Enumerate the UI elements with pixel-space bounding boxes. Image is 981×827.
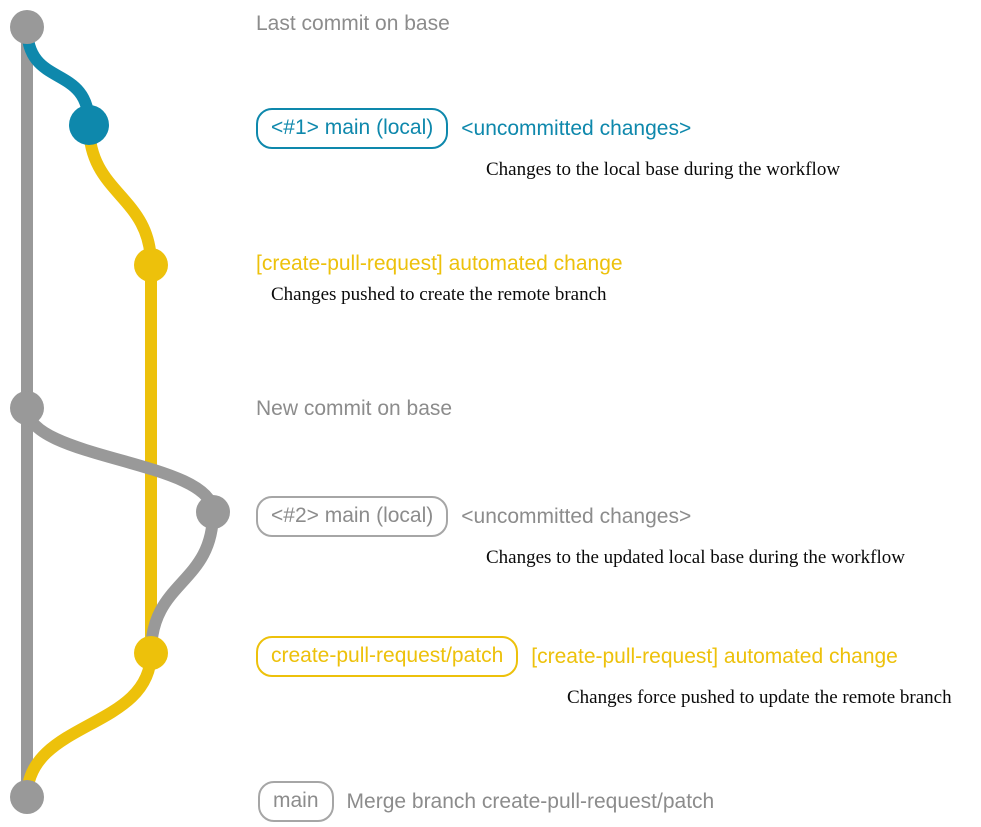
node-last-commit-on-base[interactable] bbox=[10, 10, 44, 44]
commit-subject-last-commit-on-base: Last commit on base bbox=[256, 12, 450, 35]
commit-description-create-pull-request-automated-change-1: Changes pushed to create the remote bran… bbox=[271, 284, 607, 305]
commit-description-main-local-2: Changes to the updated local base during… bbox=[486, 547, 905, 568]
edge-patch-2-to-merge bbox=[21, 652, 157, 798]
commit-description-main-local-1: Changes to the local base during the wor… bbox=[486, 159, 841, 180]
node-main-local-1[interactable] bbox=[69, 105, 109, 145]
commit-subject-main-local-2: <uncommitted changes> bbox=[461, 505, 692, 528]
branch-ref-pill-merge-branch[interactable]: main bbox=[258, 781, 334, 822]
graph-edges bbox=[21, 26, 219, 798]
commit-annotation-create-pull-request-automated-change-2: create-pull-request/patch [create-pull-re… bbox=[256, 636, 952, 707]
commit-subject-create-pull-request-automated-change-1: [create-pull-request] automated change bbox=[256, 252, 623, 275]
branch-ref-pill-main-local-1[interactable]: <#1> main (local) bbox=[256, 108, 449, 149]
graph-nodes bbox=[10, 10, 230, 814]
commit-annotation-main-local-2: <#2> main (local) <uncommitted changes> Ch… bbox=[256, 496, 905, 567]
commit-annotation-merge-branch: main Merge branch create-pull-request/pat… bbox=[258, 781, 714, 822]
annotation-headline: <#2> main (local) <uncommitted changes> bbox=[256, 496, 905, 537]
node-merge-commit-main[interactable] bbox=[10, 780, 44, 814]
branch-ref-pill-create-pull-request-automated-change-2[interactable]: create-pull-request/patch bbox=[256, 636, 519, 677]
commit-annotation-new-commit-on-base: New commit on base bbox=[256, 398, 452, 419]
annotation-headline: Last commit on base bbox=[256, 13, 450, 34]
annotation-headline: main Merge branch create-pull-request/pat… bbox=[258, 781, 714, 822]
edge-base-new-to-local-2 bbox=[21, 406, 219, 514]
branch-ref-pill-main-local-2[interactable]: <#2> main (local) bbox=[256, 496, 449, 537]
commit-annotation-last-commit-on-base: Last commit on base bbox=[256, 13, 450, 34]
annotation-headline: New commit on base bbox=[256, 398, 452, 419]
commit-subject-merge-branch: Merge branch create-pull-request/patch bbox=[346, 790, 715, 813]
commit-annotation-main-local-1: <#1> main (local) <uncommitted changes> Ch… bbox=[256, 108, 840, 179]
edge-local-2-to-patch-2 bbox=[145, 511, 219, 654]
annotation-headline: <#1> main (local) <uncommitted changes> bbox=[256, 108, 840, 149]
commit-description-create-pull-request-automated-change-2: Changes force pushed to update the remot… bbox=[567, 687, 952, 708]
annotation-headline: [create-pull-request] automated change bbox=[256, 253, 623, 274]
commit-subject-main-local-1: <uncommitted changes> bbox=[461, 117, 692, 140]
node-create-pull-request-1[interactable] bbox=[134, 248, 168, 282]
annotation-headline: create-pull-request/patch [create-pull-re… bbox=[256, 636, 952, 677]
node-main-local-2[interactable] bbox=[196, 495, 230, 529]
commit-subject-new-commit-on-base: New commit on base bbox=[256, 397, 453, 420]
node-create-pull-request-2[interactable] bbox=[134, 636, 168, 670]
edge-local-1-to-patch-1 bbox=[83, 124, 157, 266]
node-new-commit-on-base[interactable] bbox=[10, 391, 44, 425]
commit-subject-create-pull-request-automated-change-2: [create-pull-request] automated change bbox=[531, 645, 898, 668]
